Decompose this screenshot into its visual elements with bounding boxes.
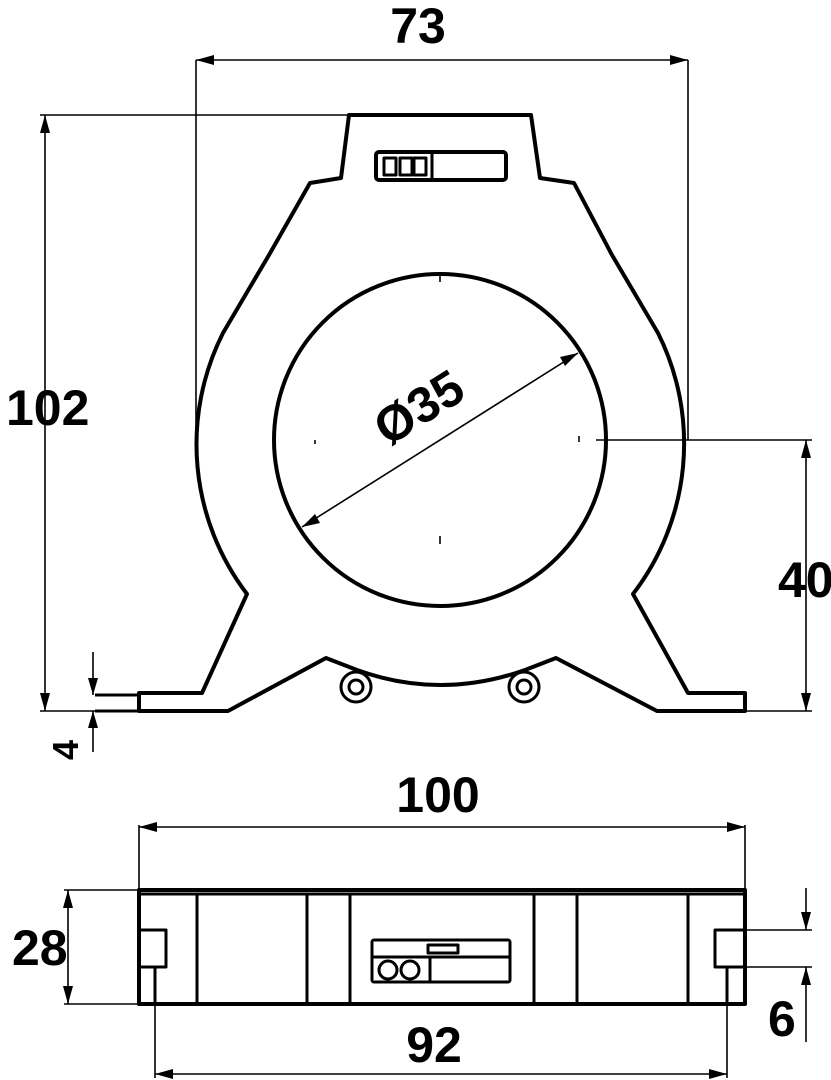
front-view: 73 102 Ø35 40 4 (6, 0, 831, 760)
side-body-outline (137, 888, 747, 1006)
dim-label-6: 6 (768, 991, 796, 1047)
left-mount-slot (139, 928, 168, 969)
dim-label-bore-diameter: Ø35 (364, 359, 474, 457)
right-mount-slot (713, 928, 745, 969)
mounting-screw-left (339, 670, 373, 704)
dim-label-4: 4 (45, 740, 86, 760)
terminal-block (374, 150, 508, 182)
dim-label-92: 92 (406, 1017, 462, 1073)
housing-outline (137, 113, 747, 713)
dim-28 (63, 889, 139, 1005)
side-view: 100 28 92 6 (12, 767, 812, 1079)
side-divider-lines (153, 894, 729, 1004)
bore-center-marks (314, 274, 580, 544)
dim-label-28: 28 (12, 920, 68, 976)
side-terminal-block (370, 938, 512, 984)
dim-100 (138, 822, 746, 890)
dim-label-73: 73 (390, 0, 446, 54)
dim-73 (195, 55, 689, 440)
base-plate-extension (95, 693, 139, 713)
dim-label-100: 100 (396, 767, 479, 823)
dim-bore-diameter (301, 352, 579, 528)
dim-label-102: 102 (6, 380, 89, 436)
dim-6 (745, 888, 812, 1042)
dim-92 (154, 1004, 728, 1079)
dim-label-40: 40 (778, 552, 831, 608)
dim-102 (40, 114, 349, 712)
mounting-screw-right (507, 670, 541, 704)
dim-4 (88, 652, 98, 752)
dim-40 (596, 439, 812, 712)
